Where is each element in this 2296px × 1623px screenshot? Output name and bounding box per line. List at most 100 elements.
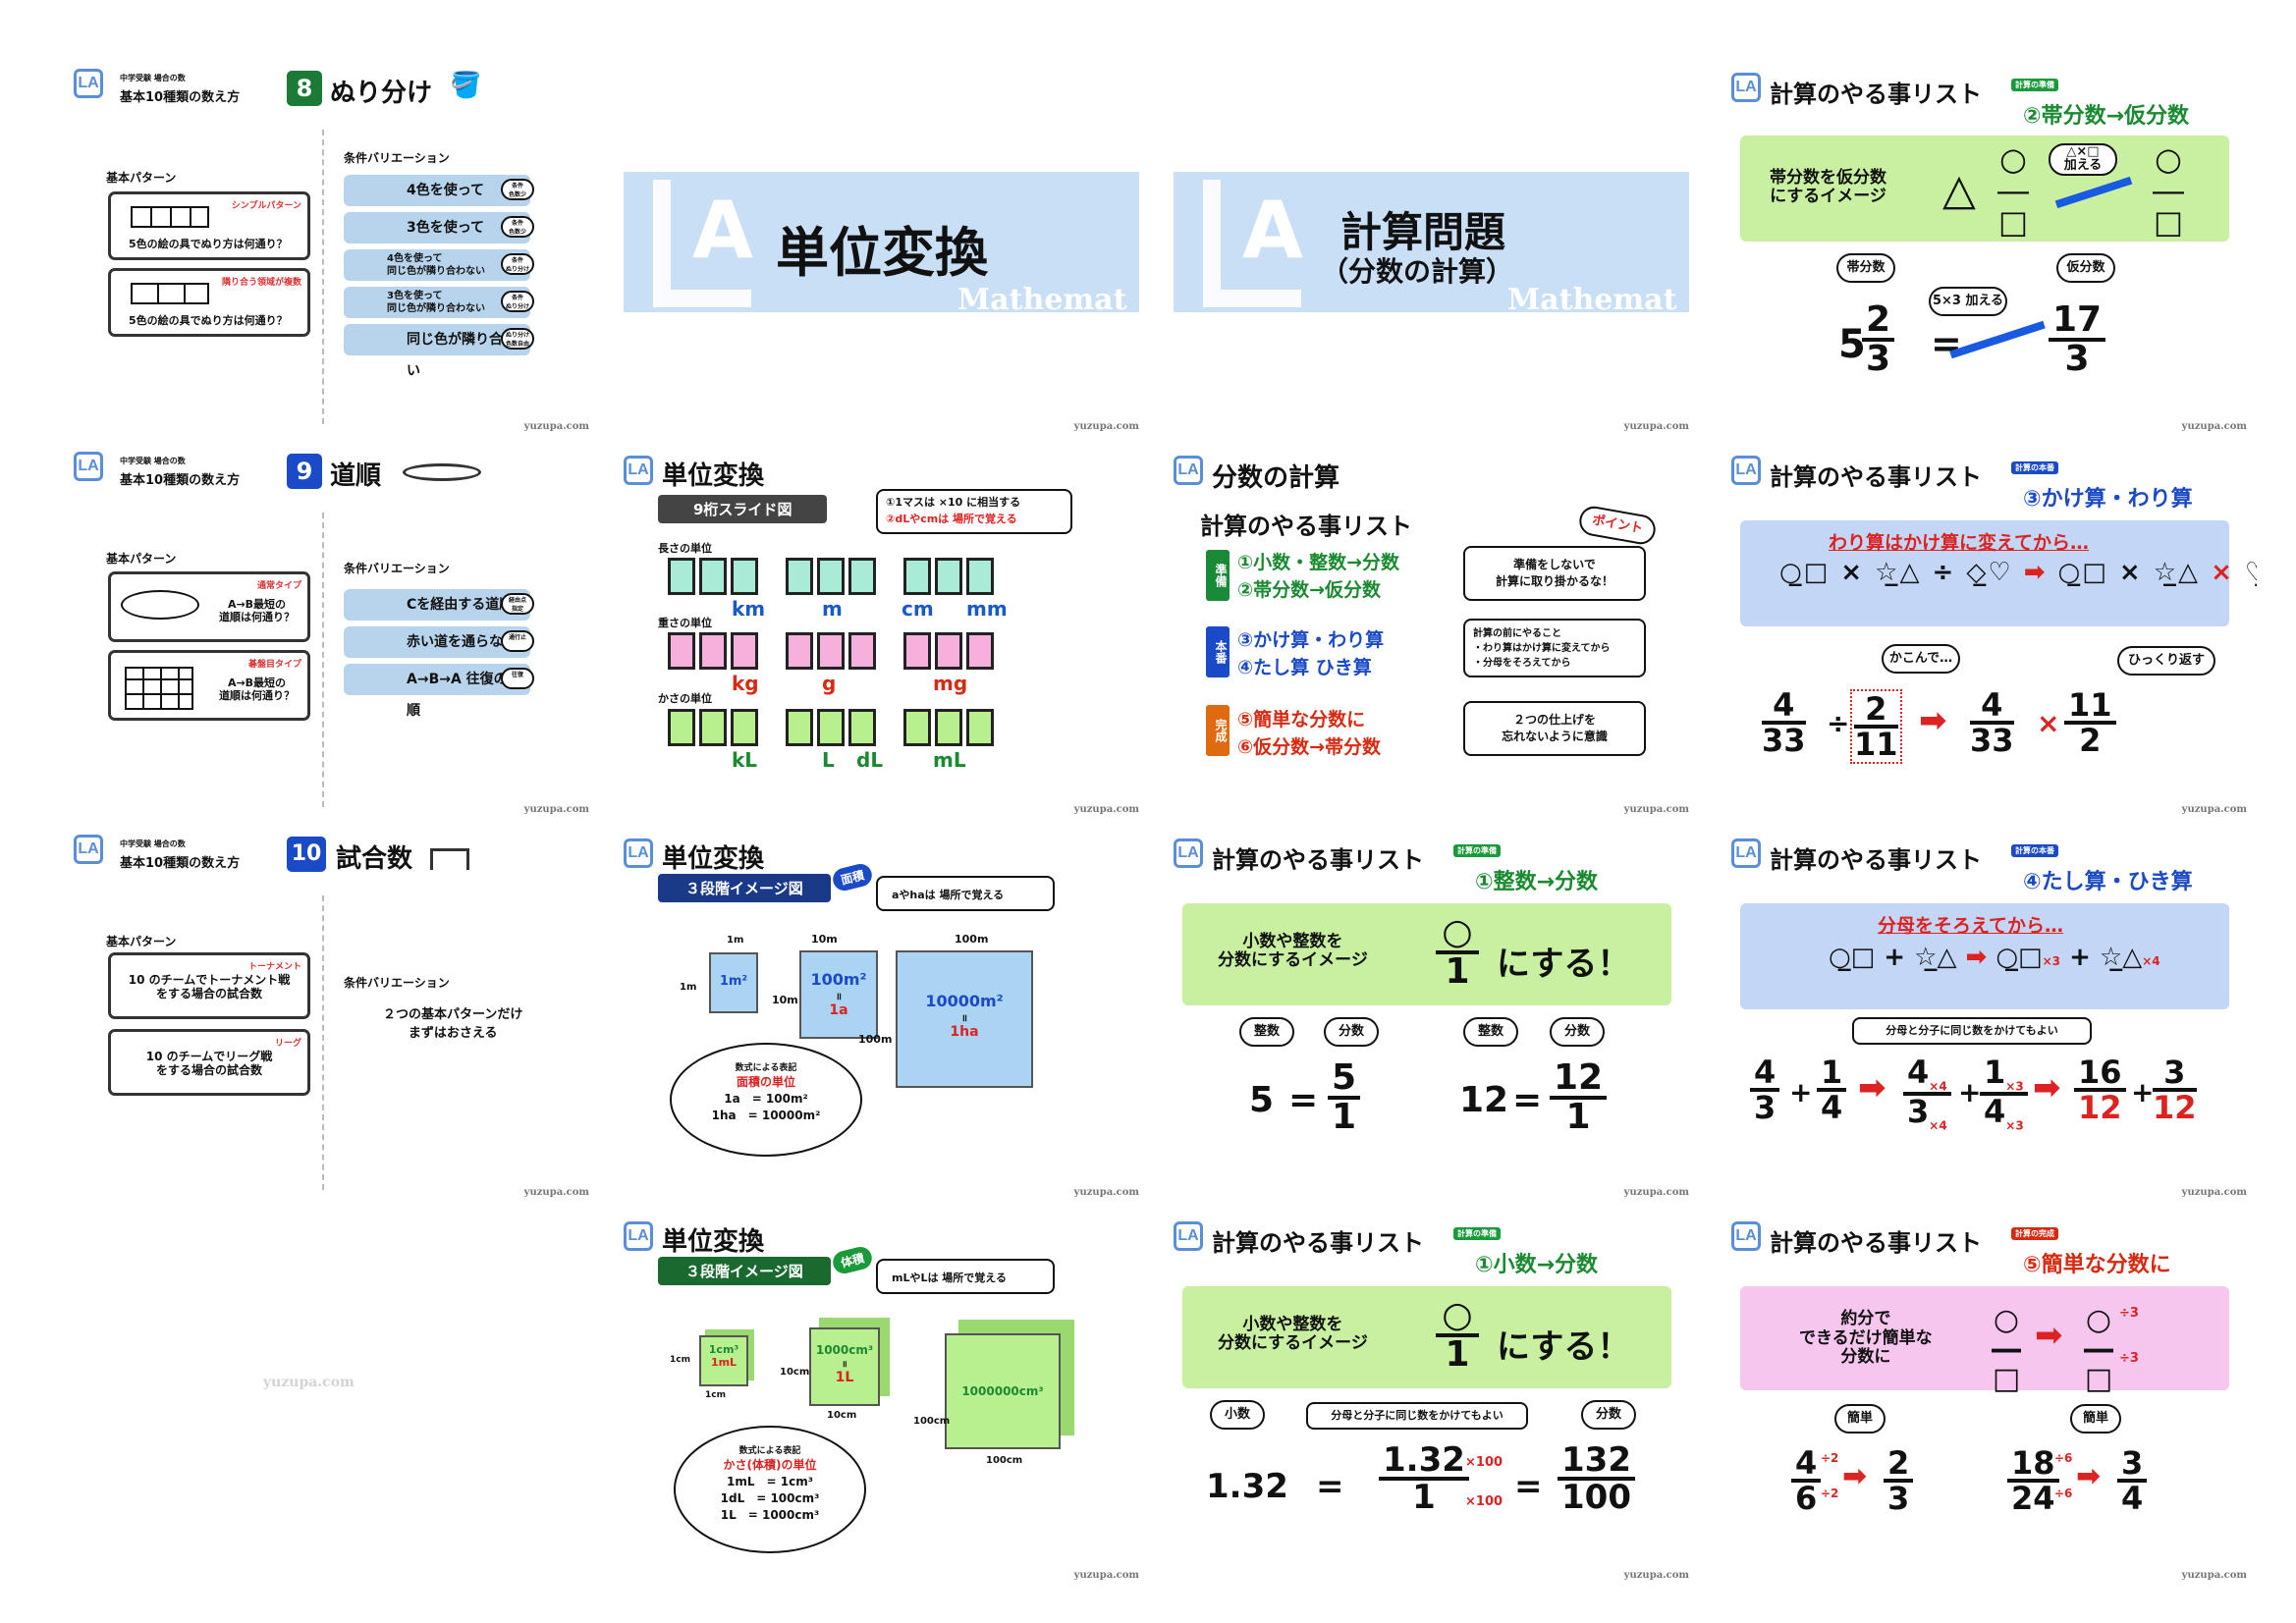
label-bubble: 分数 [1324,1017,1379,1047]
step-subtitle: ④たし算・ひき算 [2023,870,2193,894]
dim-label: 100m [858,1033,893,1046]
equals-sign: = [1514,1467,1543,1506]
pattern-card: トーナメント 10 のチームでトーナメント戦 をする場合の試合数 [108,952,310,1019]
digit-cell [817,632,845,670]
stage-tag: 計算の準備 [1453,1227,1501,1240]
cover-banner: A 計算問題 （分数の計算） Mathemat [1174,172,1689,317]
dim-label: 1m [680,982,697,993]
site-logo-icon: LA [1731,73,1761,102]
unit-label: dL [856,748,884,772]
digit-cell [966,632,994,670]
series-label: 中学受験 場合の数 [120,457,186,465]
digit-cell [699,558,727,595]
category-badge: 面積 [830,861,875,893]
comment-bubble: ２つの仕上げを 忘れないように意識 [1463,701,1646,756]
compass-icon [653,180,751,307]
watermark: yuzupa.com [1073,421,1139,432]
slide-michijun: LA 中学受験 場合の数 基本10種類の数え方 9 道順 基本パターン 通常タイ… [69,442,599,815]
arrow-icon: ➡ [2033,1068,2061,1108]
label-bubble: かこんで… [1882,644,1960,674]
slide-title: 計算のやる事リスト [1770,81,1982,108]
dim-label: 10cm [780,1367,810,1378]
digit-cell [817,558,845,595]
watermark: yuzupa.com [1073,1187,1139,1198]
digit-cell [935,709,962,746]
digit-cell [848,709,876,746]
multiplier: ×100 [1465,1455,1503,1470]
step-item: ⑥仮分数→帯分数 [1237,736,1382,758]
unit-label: km [732,597,766,621]
watermark: yuzupa.com [1623,421,1689,432]
chapter-number: 9 [287,454,322,489]
fraction-shape-icon: ○―□ [1992,1303,2021,1396]
label-bubble: 分数 [1550,1017,1605,1047]
row-label: 長さの単位 [658,542,712,555]
basic-label: 基本パターン [106,935,177,948]
slide-title: 単位変換 [662,844,765,874]
variation-label: 条件バリエーション [344,151,450,165]
variation-label: 条件バリエーション [344,976,450,990]
cube: 1000cm³॥1L [809,1327,880,1406]
step-item: ⑤簡単な分数に [1237,709,1366,730]
unit-label: kL [732,748,758,772]
condition-badge: 条件 ぬり分け [501,253,534,275]
image-panel: 約分で できるだけ簡単な 分数に ○―□ ➡ ○―□ ÷3 ÷3 [1740,1286,2229,1394]
group-tag: 準備 [1206,550,1230,601]
section-label: ３段階イメージ図 [658,874,831,902]
digit-cell [903,709,931,746]
page-wm: yuzupa.com [263,1375,355,1390]
unit-label: mg [933,672,968,695]
note-box: mLやLは 場所で覚える [876,1259,1055,1294]
site-logo-icon: LA [1174,839,1203,868]
group-tag: 完成 [1206,705,1230,756]
cover-title: 単位変換 [776,222,988,284]
decimal-value: 1.32 [1206,1467,1288,1506]
watermark: yuzupa.com [523,804,589,815]
site-logo-icon: LA [624,839,653,868]
area-square: 1m² [709,952,758,1013]
watermark: yuzupa.com [1623,1187,1689,1198]
stage-tag: 計算の本番 [2011,461,2058,474]
digit-cell [786,632,813,670]
series-sub: 基本10種類の数え方 [120,90,241,105]
condition-badge: 条件 色数少 [501,216,534,238]
variation-item: 赤い道を通らない道順 [344,626,530,681]
label-bubble: 簡単 [2070,1404,2121,1434]
step-subtitle: ②帯分数→仮分数 [2023,104,2190,129]
grid-figure-icon [131,283,209,304]
dim-label: 10m [772,994,798,1006]
site-logo-icon: LA [1731,839,1761,868]
stage-tag: 計算の完成 [2011,1227,2058,1240]
dim-label: 1cm [670,1355,690,1365]
dim-label: 100cm [986,1455,1023,1466]
equals-sign: = [1288,1080,1319,1120]
fraction-shape-icon: ○―□ [1997,140,2029,241]
site-logo-icon: LA [74,69,103,98]
slide-title: 計算のやる事リスト [1770,1229,1982,1257]
shape-expression: ○̲□ + ☆̲△ ➡ ○̲□×3 + ☆̲△×4 [1829,943,2160,972]
unit-label: cm [902,597,934,621]
condition-badge: ぬり分け 色数自由 [501,328,534,350]
condition-badge: 往復 [501,668,534,689]
fraction-shape-icon: ○1 [1436,915,1479,990]
image-panel: 小数や整数を 分数にするイメージ ○1 にする！ [1182,903,1671,1005]
variation-item: 3色を使って [344,212,530,243]
slide-mixed-to-improper: LA 計算のやる事リスト 計算の準備 ②帯分数→仮分数 帯分数を仮分数 にするイ… [1726,59,2257,432]
slide-title: 計算のやる事リスト [1770,846,1982,874]
watermark: yuzupa.com [1073,1570,1139,1581]
label-bubble: 帯分数 [1836,253,1895,283]
slide-calc-cover: A 計算問題 （分数の計算） Mathemat yuzupa.com [1169,59,1699,432]
step-item: ③かけ算・わり算 [1237,629,1385,651]
section-label: ３段階イメージ図 [658,1257,831,1285]
divide-sign: ÷ [1827,707,1850,739]
variation-item: 4色を使って [344,175,530,206]
comment-bubble: 準備をしないで 計算に取り掛かるな！ [1463,546,1646,601]
condition-badge: 条件 色数少 [501,179,534,200]
